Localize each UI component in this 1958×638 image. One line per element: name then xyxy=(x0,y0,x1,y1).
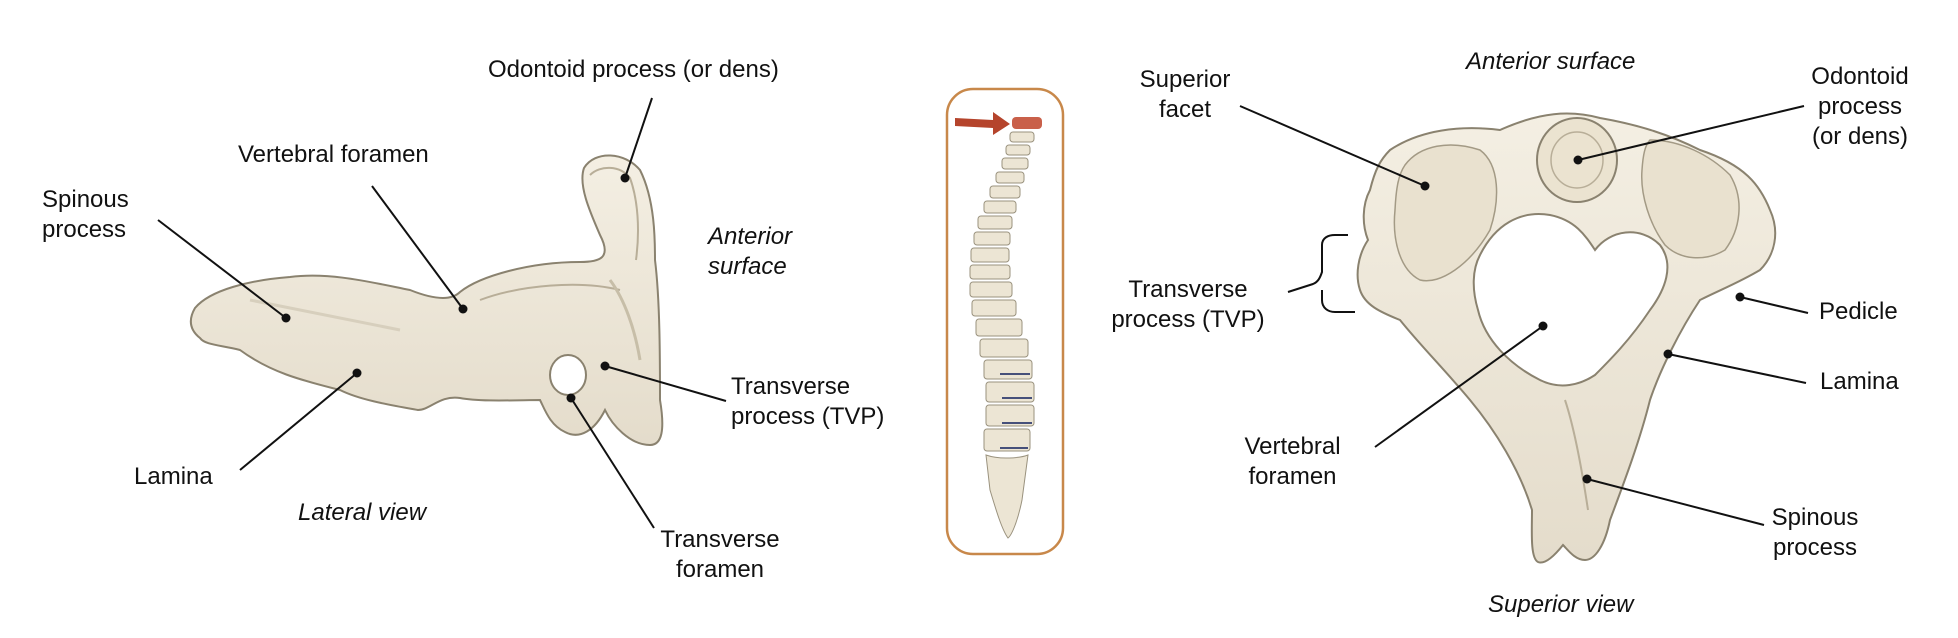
label-superior-view: Superior view xyxy=(1488,591,1634,618)
leader-superior-dens xyxy=(1577,105,1805,161)
label-lateral-tvp: Transverse process (TVP) xyxy=(731,372,884,432)
leader-superior-spinous xyxy=(1586,478,1765,526)
leader-lateral-tvp xyxy=(604,365,727,402)
label-lateral-spinous-line1: Spinous xyxy=(42,186,129,213)
label-lateral-anterior-line1: Anterior xyxy=(708,223,793,250)
leader-lateral-lamina xyxy=(239,372,358,471)
label-superior-dens-line1: Odontoid xyxy=(1811,63,1909,90)
label-lateral-tvp-line2: process (TVP) xyxy=(731,403,885,430)
label-superior-spinous-line2: process xyxy=(1772,534,1858,561)
label-lateral-dens: Odontoid process (or dens) xyxy=(488,56,779,83)
label-superior-tvp: Transverse process (TVP) xyxy=(1098,275,1278,335)
red-arrow-icon xyxy=(955,112,1010,135)
leader-superior-tvp xyxy=(1287,234,1355,313)
label-superior-dens-line2: process xyxy=(1817,93,1903,120)
label-superior-vf-line1: Vertebral xyxy=(1244,433,1341,460)
label-lateral-tvp-line1: Transverse xyxy=(731,373,851,400)
superior-vertebra-illustration xyxy=(1356,112,1777,564)
label-superior-vf-line2: foramen xyxy=(1248,463,1337,490)
label-lateral-anterior-line2: surface xyxy=(708,253,787,280)
label-superior-dens: Odontoid process (or dens) xyxy=(1795,62,1925,152)
leader-lateral-vertebral-foramen xyxy=(371,185,464,310)
leader-dots xyxy=(281,155,1745,484)
leader-superior-facet xyxy=(1239,105,1426,187)
label-superior-pedicle: Pedicle xyxy=(1819,298,1898,325)
label-lateral-tf-line1: Transverse xyxy=(660,526,780,553)
label-superior-vertebral-foramen: Vertebral foramen xyxy=(1225,432,1360,492)
label-lateral-lamina: Lamina xyxy=(134,463,213,490)
label-superior-facet: Superior facet xyxy=(1125,65,1245,125)
label-superior-spinous-line1: Spinous xyxy=(1771,504,1859,531)
label-superior-anterior-surface: Anterior surface xyxy=(1466,48,1636,75)
label-lateral-spinous: Spinous process xyxy=(42,185,129,245)
spine-thumbnail xyxy=(945,87,1065,556)
leader-superior-pedicle xyxy=(1739,296,1809,314)
label-superior-lamina: Lamina xyxy=(1820,368,1899,395)
highlighted-vertebra xyxy=(1012,117,1042,129)
leader-lateral-dens xyxy=(624,97,653,179)
label-superior-facet-line1: Superior xyxy=(1139,66,1231,93)
leader-lateral-transverse-foramen xyxy=(570,397,655,529)
label-lateral-spinous-line2: process xyxy=(42,216,127,243)
label-lateral-transverse-foramen: Transverse foramen xyxy=(640,525,800,585)
label-lateral-vertebral-foramen: Vertebral foramen xyxy=(238,141,429,168)
label-superior-tvp-line1: Transverse xyxy=(1128,276,1248,303)
leader-superior-vertebral-foramen xyxy=(1374,325,1544,448)
leader-superior-lamina xyxy=(1667,353,1807,384)
label-superior-spinous: Spinous process xyxy=(1760,503,1870,563)
label-superior-tvp-line2: process (TVP) xyxy=(1111,306,1265,333)
lateral-vertebra-illustration xyxy=(189,154,664,447)
label-lateral-tf-line2: foramen xyxy=(675,556,765,583)
label-superior-facet-line2: facet xyxy=(1158,96,1212,123)
leader-lateral-spinous xyxy=(157,219,287,319)
label-lateral-anterior-surface: Anterior surface xyxy=(708,222,792,282)
label-lateral-view: Lateral view xyxy=(298,499,427,526)
leader-lines xyxy=(157,97,1809,529)
label-superior-dens-line3: (or dens) xyxy=(1811,123,1909,150)
